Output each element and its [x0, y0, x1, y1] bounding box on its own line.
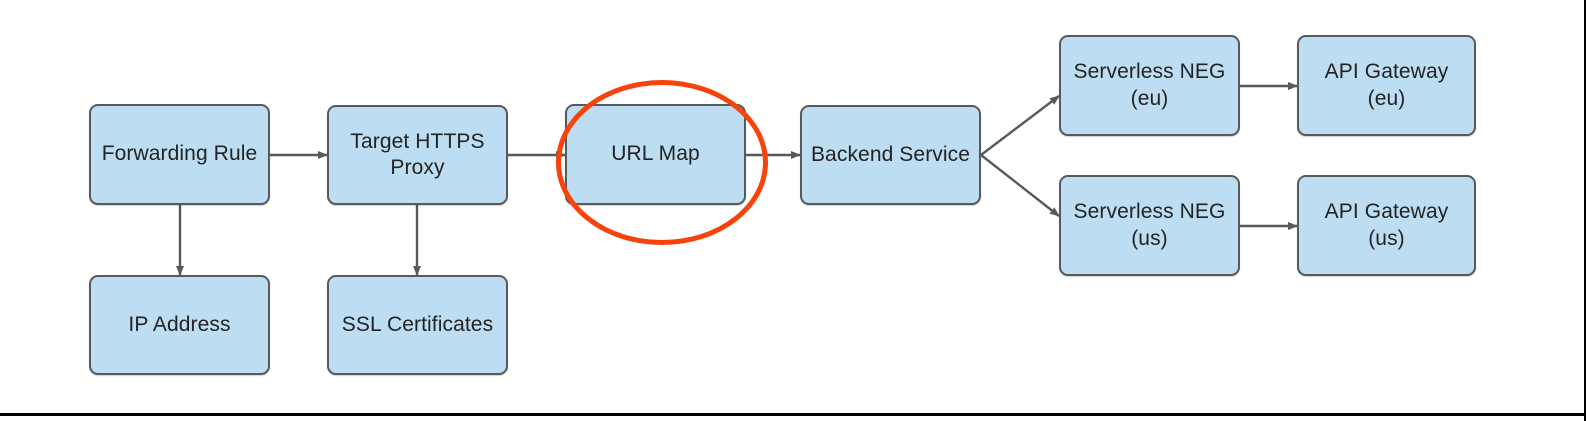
node-forwarding-rule[interactable]: Forwarding Rule	[89, 104, 270, 205]
node-label: IP Address	[128, 312, 231, 336]
frame-right-border	[1584, 0, 1586, 421]
node-label: Serverless NEG (us)	[1073, 200, 1226, 250]
node-label: API Gateway (us)	[1324, 200, 1449, 250]
node-ip-address[interactable]: IP Address	[89, 275, 270, 375]
node-label: Serverless NEG (eu)	[1073, 60, 1226, 110]
edge-backend-service-to-serverless-neg-us	[980, 154, 1060, 217]
node-label: SSL Certificates	[341, 312, 494, 336]
node-label: URL Map	[611, 142, 700, 166]
node-api-gateway-us[interactable]: API Gateway (us)	[1297, 175, 1476, 276]
node-serverless-neg-us[interactable]: Serverless NEG (us)	[1059, 175, 1240, 276]
edge-backend-service-to-serverless-neg-eu	[980, 95, 1060, 156]
node-label: API Gateway (eu)	[1324, 60, 1449, 110]
node-label: Backend Service	[810, 142, 971, 166]
node-api-gateway-eu[interactable]: API Gateway (eu)	[1297, 35, 1476, 136]
node-label: Target HTTPS Proxy	[350, 129, 485, 179]
node-ssl-certificates[interactable]: SSL Certificates	[327, 275, 508, 375]
node-url-map[interactable]: URL Map	[565, 104, 746, 205]
frame-bottom-border	[0, 413, 1586, 416]
node-label: Forwarding Rule	[101, 142, 258, 166]
node-backend-service[interactable]: Backend Service	[800, 105, 981, 205]
node-target-https-proxy[interactable]: Target HTTPS Proxy	[327, 105, 508, 205]
node-serverless-neg-eu[interactable]: Serverless NEG (eu)	[1059, 35, 1240, 136]
